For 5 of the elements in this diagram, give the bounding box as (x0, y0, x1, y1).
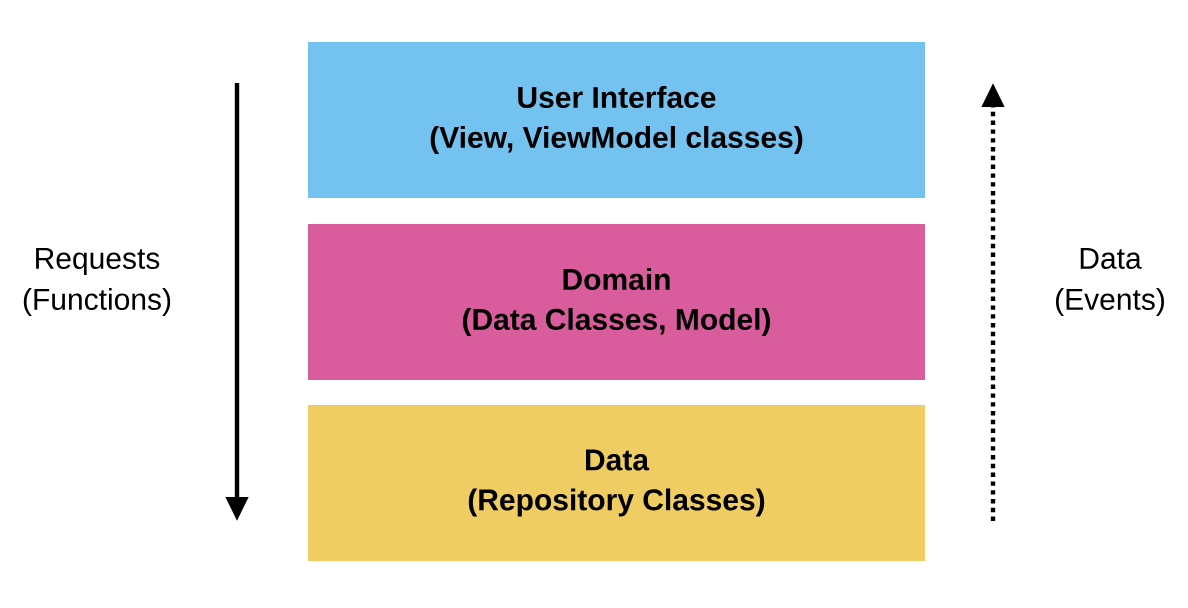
side-label: Data (Events) (1056, 248, 1164, 316)
side-label: Requests (Functions) (23, 248, 171, 316)
layer-box: Domain (Data Classes, Model) (308, 224, 925, 380)
layer-box: Data (Repository Classes) (308, 405, 925, 561)
layer-box: User Interface (View, ViewModel classes) (308, 42, 925, 198)
